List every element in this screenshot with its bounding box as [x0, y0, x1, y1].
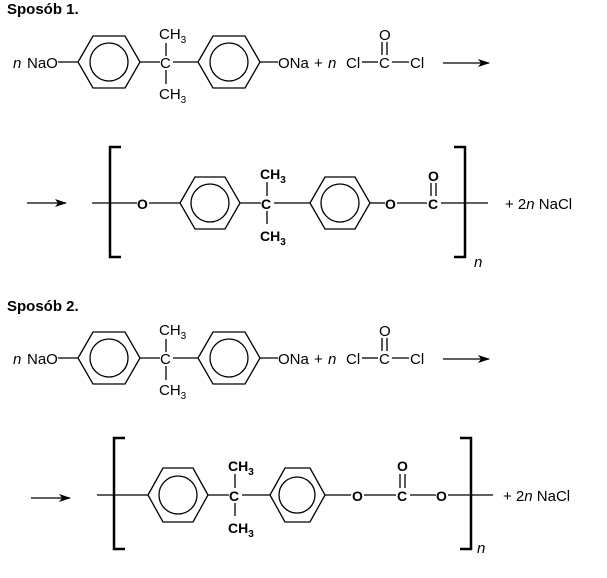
byproduct-nacl: + 2n NaCl	[503, 488, 570, 505]
quaternary-carbon: C	[160, 55, 171, 72]
chlorine-right: Cl	[410, 55, 424, 72]
benzene-ring	[147, 467, 209, 523]
left-bracket	[108, 145, 121, 259]
carbonyl-oxygen: O	[397, 458, 408, 474]
left-bracket	[112, 436, 125, 551]
carbonyl-carbon: C	[428, 196, 438, 212]
benzene-ring	[77, 35, 141, 89]
methyl-bottom: CH3	[159, 382, 187, 402]
repeat-unit-n: n	[477, 540, 485, 557]
section-2-polycarbonate: C CH3 CH3 O C O O n	[97, 436, 493, 557]
carbonyl-carbon: C	[397, 488, 407, 504]
plus-sign: +	[314, 55, 323, 72]
methyl-top: CH3	[159, 322, 187, 342]
coefficient-n: n	[13, 351, 21, 368]
section-1-title: Sposób 1.	[7, 1, 79, 18]
methyl-bottom: CH3	[260, 228, 286, 248]
carbonyl-oxygen: O	[379, 323, 391, 340]
nao-group: NaO	[27, 55, 58, 72]
quaternary-carbon: C	[229, 488, 239, 504]
section-2: Sposób 2. n NaO C CH3 CH3 ONa + n	[7, 298, 570, 557]
methyl-top: CH3	[159, 26, 187, 46]
section-1: Sposób 1. n NaO C CH3 CH3 ONa + n	[7, 1, 572, 271]
section-2-bisphenolate: n NaO C CH3 CH3 ONa	[13, 322, 310, 402]
ona-group: ONa	[278, 351, 310, 368]
carbonyl-oxygen: O	[379, 27, 391, 44]
benzene-ring	[197, 331, 261, 385]
ester-oxygen-2: O	[436, 488, 447, 504]
methyl-top: CH3	[228, 458, 254, 478]
benzene-ring	[197, 35, 261, 89]
nao-group: NaO	[27, 351, 58, 368]
benzene-ring	[179, 176, 241, 230]
methyl-bottom: CH3	[159, 86, 187, 106]
ether-oxygen: O	[137, 196, 148, 212]
ona-group: ONa	[278, 55, 310, 72]
carbonyl-carbon: C	[379, 55, 390, 72]
benzene-ring	[77, 331, 141, 385]
plus-sign: +	[314, 351, 323, 368]
section-2-phosgene: Cl C O Cl	[346, 323, 424, 368]
repeat-unit-n: n	[474, 254, 482, 271]
quaternary-carbon: C	[261, 196, 271, 212]
chlorine-left: Cl	[346, 351, 360, 368]
chlorine-left: Cl	[346, 55, 360, 72]
carbonyl-oxygen: O	[428, 168, 439, 184]
methyl-top: CH3	[260, 166, 286, 186]
benzene-ring	[309, 176, 371, 230]
right-bracket	[454, 145, 467, 259]
coefficient-n: n	[328, 351, 336, 368]
section-2-title: Sposób 2.	[7, 298, 79, 315]
benzene-ring	[269, 467, 326, 523]
coefficient-n: n	[328, 55, 336, 72]
section-1-polycarbonate: O C CH3 CH3 O C O	[92, 145, 488, 271]
right-bracket	[460, 436, 473, 551]
ester-oxygen: O	[385, 196, 396, 212]
coefficient-n: n	[13, 55, 21, 72]
chlorine-right: Cl	[410, 351, 424, 368]
ester-oxygen-1: O	[352, 488, 363, 504]
section-1-phosgene: Cl C O Cl	[346, 27, 424, 72]
byproduct-nacl: + 2n NaCl	[505, 196, 572, 213]
methyl-bottom: CH3	[228, 520, 254, 540]
section-1-bisphenolate: n NaO C CH3 CH3 ONa	[13, 26, 310, 106]
carbonyl-carbon: C	[379, 351, 390, 368]
quaternary-carbon: C	[160, 351, 171, 368]
